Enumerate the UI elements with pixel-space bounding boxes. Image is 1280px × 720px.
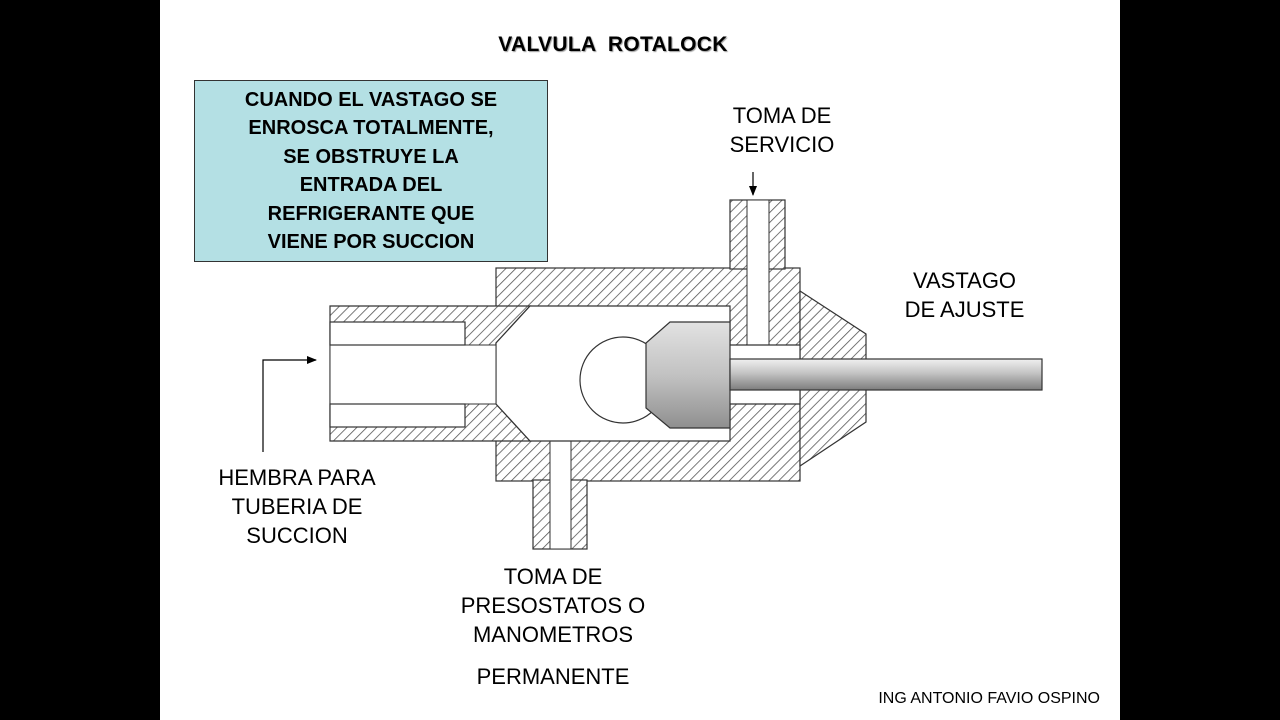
stem-rod <box>729 358 1043 391</box>
pressure-port-bore <box>549 440 572 550</box>
inlet-bore-edge-bottom <box>329 403 466 428</box>
callout-text: CUANDO EL VASTAGO SE ENROSCA TOTALMENTE,… <box>244 88 498 254</box>
adjusting-stem-label: VASTAGO DE AJUSTE <box>904 268 1025 322</box>
slide: VALVULA ROTALOCK CUANDO EL VASTAGO SE EN… <box>160 0 1120 720</box>
callout-box: CUANDO EL VASTAGO SE ENROSCA TOTALMENTE,… <box>194 80 548 262</box>
stem-head <box>645 321 731 429</box>
suction-female-label: HEMBRA PARA TUBERIA DE SUCCION <box>218 465 376 548</box>
suction-inlet-arrow <box>262 356 317 452</box>
author-credit: ING ANTONIO FAVIO OSPINO <box>878 690 1100 707</box>
valve-drawing <box>262 172 1043 550</box>
pressure-port-label: TOMA DE PRESOSTATOS O MANOMETROS <box>460 564 646 647</box>
slide-title: VALVULA ROTALOCK <box>498 33 728 56</box>
service-port-label: TOMA DE SERVICIO <box>729 103 835 157</box>
inlet-bore <box>329 344 497 405</box>
permanent-label: PERMANENTE <box>476 664 630 689</box>
inlet-bore-edge-top <box>329 321 466 346</box>
service-port-bore <box>746 199 770 347</box>
